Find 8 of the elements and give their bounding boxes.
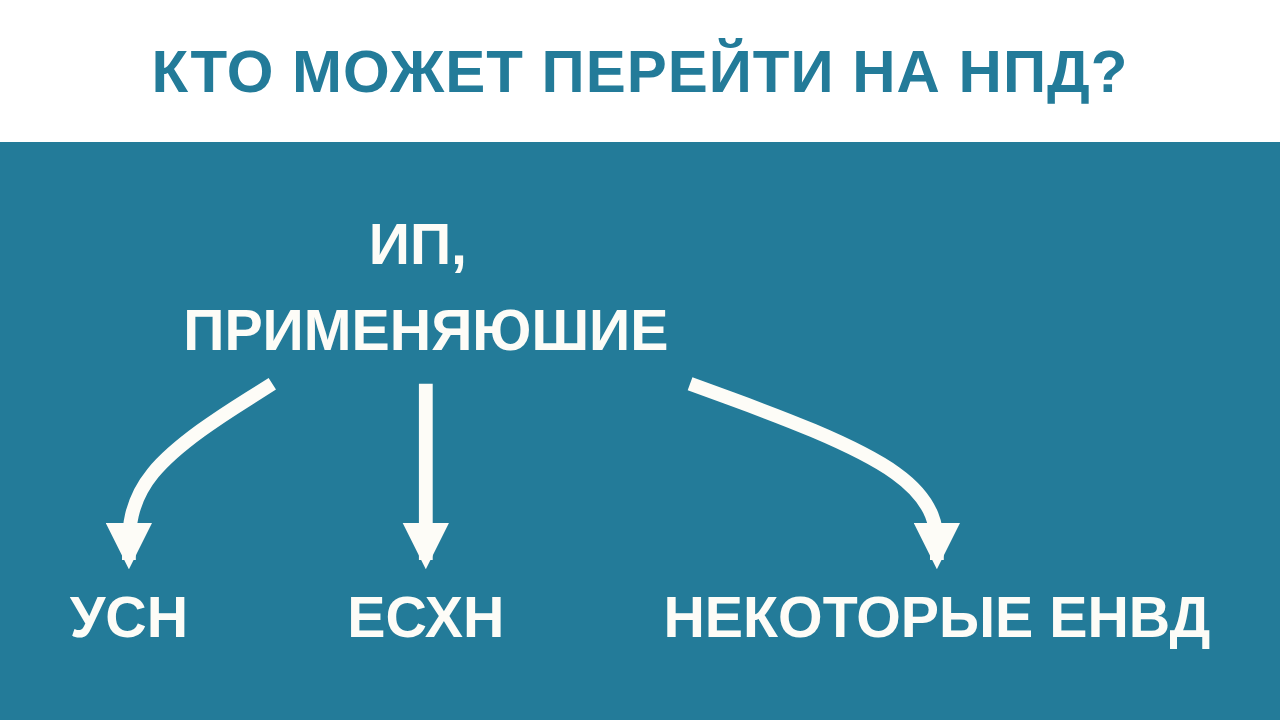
arrow (687, 377, 961, 570)
title: КТО МОЖЕТ ПЕРЕЙТИ НА НПД? (151, 36, 1129, 106)
node-label: ИП, ПРИМЕНЯЮШИЕ (183, 211, 669, 362)
arrow (402, 383, 450, 570)
node-label: ЕСХН (347, 585, 505, 650)
node-label: УСН (69, 585, 189, 650)
arrow (105, 377, 276, 570)
node-label: НЕКОТОРЫЕ ЕНВД (663, 585, 1211, 650)
